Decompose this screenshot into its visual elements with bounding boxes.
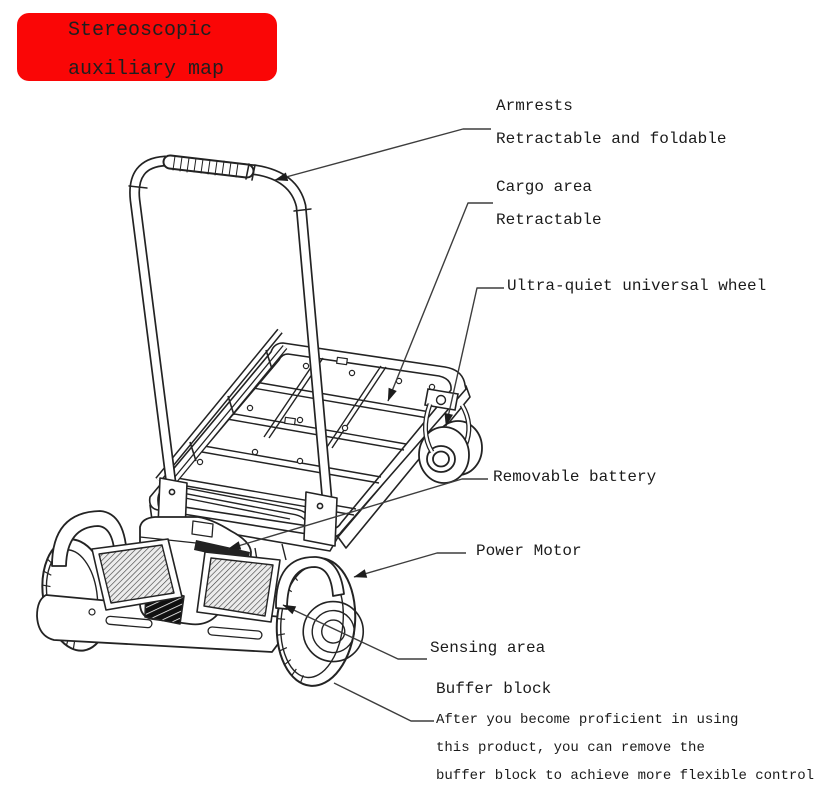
- cargo-platform: [148, 328, 471, 552]
- callout-universal-wheel: Ultra-quiet universal wheel: [507, 277, 767, 295]
- callout-cargo-title: Cargo area: [496, 178, 593, 196]
- leader-lines: [227, 128, 504, 722]
- leader-universal: [444, 287, 504, 427]
- side-rail: [155, 328, 288, 497]
- buffer-block-note-line-2: this product, you can remove the: [436, 740, 705, 756]
- buffer-block-note-line-3: buffer block to achieve more flexible co…: [436, 768, 815, 784]
- buffer-block-note-line-1: After you become proficient in using: [436, 712, 739, 728]
- callout-armrests-title: Armrests: [496, 97, 573, 115]
- callout-armrests-subtitle: Retractable and foldable: [496, 130, 727, 148]
- base-unit: [36, 510, 365, 687]
- callout-cargo-subtitle: Retractable: [496, 211, 602, 229]
- leader-battery: [227, 478, 488, 550]
- right-fender: [275, 556, 345, 610]
- sensing-pad-left: [91, 538, 183, 611]
- callout-buffer-block: Buffer block: [436, 680, 552, 698]
- leader-sensing: [282, 604, 427, 660]
- title-banner: Stereoscopic auxiliary map: [17, 13, 277, 81]
- leader-armrests: [274, 128, 491, 181]
- leader-buffer: [333, 682, 434, 722]
- base-plate: [36, 594, 291, 653]
- banner-line-2: auxiliary map: [68, 58, 225, 81]
- leader-motor: [353, 552, 466, 578]
- sensing-pad-right: [196, 551, 281, 623]
- callout-power-motor: Power Motor: [476, 542, 582, 560]
- leader-cargo: [387, 202, 493, 402]
- handle-armrest: [128, 154, 338, 547]
- callout-sensing-area: Sensing area: [430, 639, 546, 657]
- banner-line-1: Stereoscopic: [68, 19, 213, 42]
- caster-universal-wheel: [418, 388, 483, 484]
- callout-removable-battery: Removable battery: [493, 468, 657, 486]
